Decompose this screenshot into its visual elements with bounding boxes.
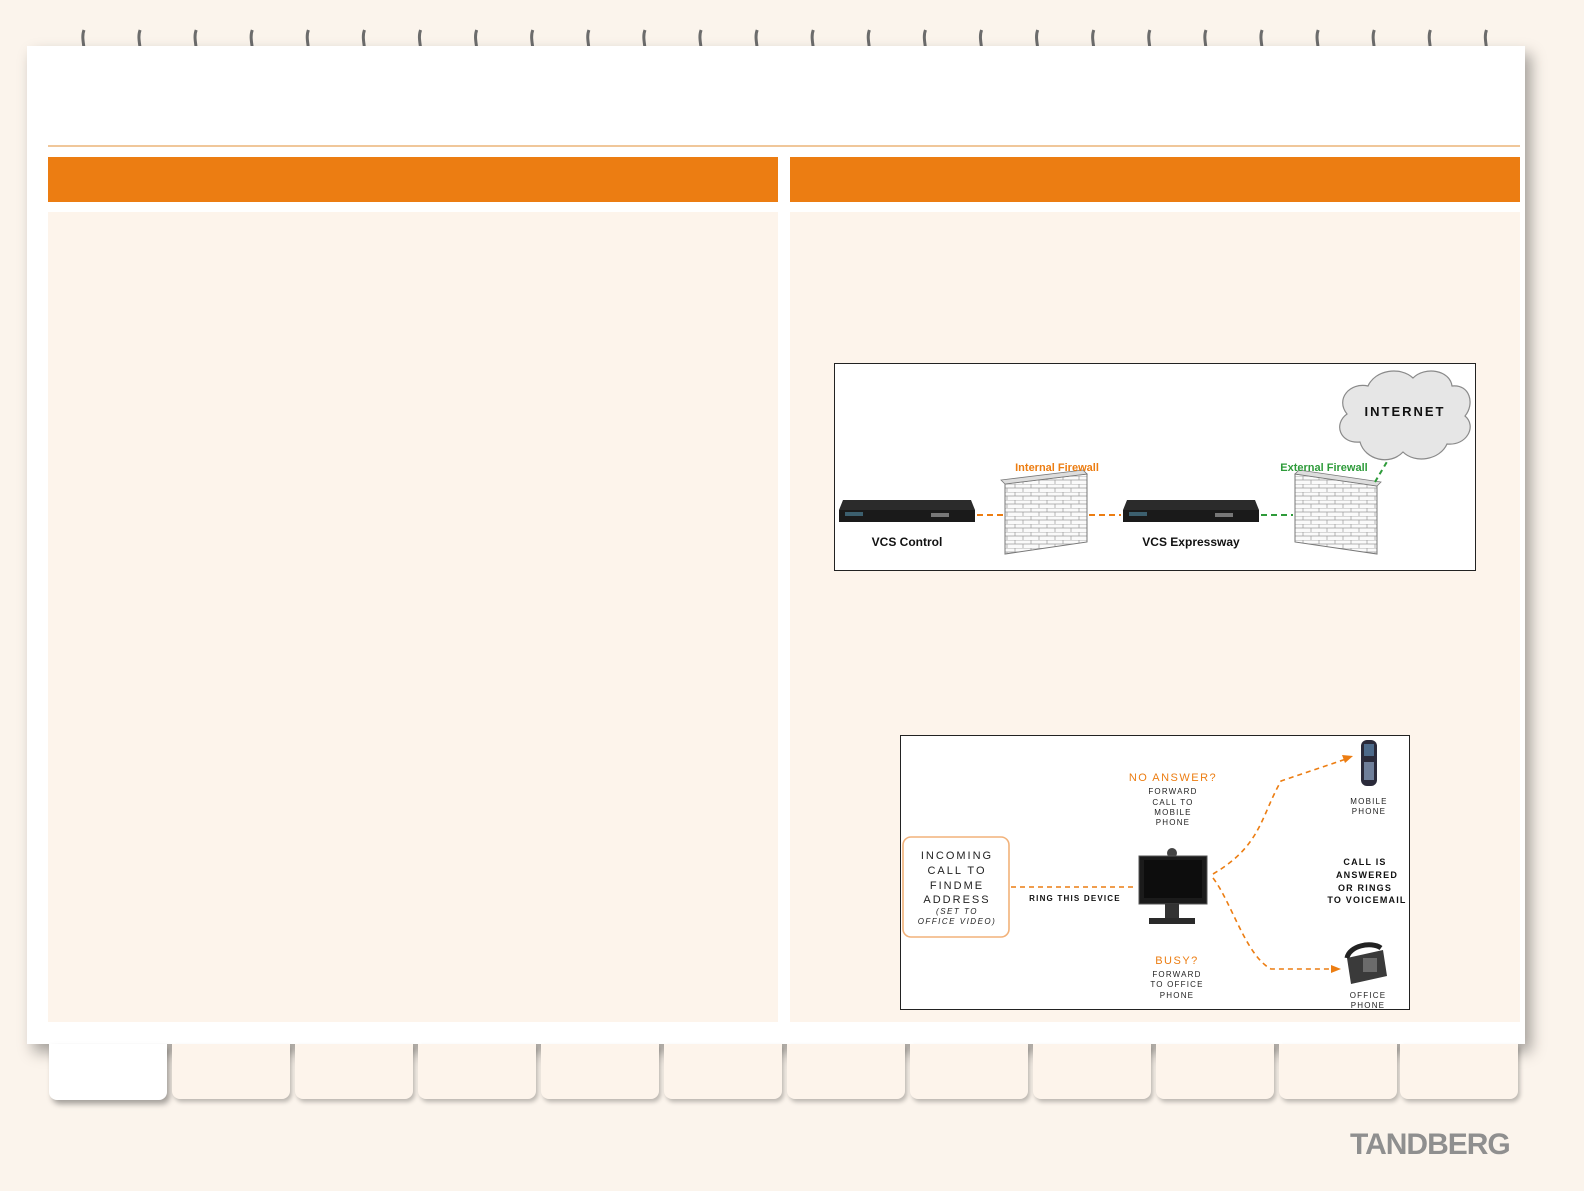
external-firewall-icon xyxy=(1294,469,1382,555)
findme-diagram-svg: INCOMING CALL TO FINDME ADDRESS (SET TO … xyxy=(902,740,1406,1010)
internal-firewall-label: Internal Firewall xyxy=(1015,462,1099,474)
answered-line-1: CALL IS xyxy=(1343,857,1386,867)
tab-4[interactable] xyxy=(418,1044,536,1099)
tab-12[interactable] xyxy=(1400,1044,1518,1099)
incoming-sub-1: (SET TO xyxy=(936,907,978,916)
answered-line-4: TO VOICEMAIL xyxy=(1327,895,1406,905)
forward-to-mobile-arrowhead xyxy=(1342,755,1353,763)
tab-11[interactable] xyxy=(1279,1044,1397,1099)
vcs-expressway-device-icon xyxy=(1123,500,1259,522)
internal-firewall-icon xyxy=(1000,469,1088,555)
office-phone-icon xyxy=(1344,942,1387,984)
tab-9[interactable] xyxy=(1033,1044,1151,1099)
tandberg-logo: TANDBERG xyxy=(1350,1128,1511,1161)
tab-5[interactable] xyxy=(541,1044,659,1099)
no-answer-title: NO ANSWER? xyxy=(1129,772,1217,784)
busy-line-2: TO OFFICE xyxy=(1150,980,1203,989)
tab-6[interactable] xyxy=(664,1044,782,1099)
link-external-to-internet xyxy=(1374,459,1389,483)
office-line-2: PHONE xyxy=(1351,1001,1385,1009)
right-section-band xyxy=(790,157,1520,202)
busy-line-1: FORWARD xyxy=(1152,970,1201,979)
vcs-control-device-icon xyxy=(839,500,975,522)
office-video-device-icon xyxy=(1138,848,1208,924)
answered-line-3: OR RINGS xyxy=(1338,883,1392,893)
left-content-panel xyxy=(48,212,778,1022)
forward-to-mobile-arrow xyxy=(1212,757,1350,875)
incoming-call-text: INCOMING CALL TO FINDME ADDRESS (SET TO … xyxy=(918,850,997,926)
vcs-expressway-label: VCS Expressway xyxy=(1142,535,1240,549)
mobile-line-1: MOBILE xyxy=(1350,797,1387,806)
internet-label: INTERNET xyxy=(1365,404,1446,419)
tab-2[interactable] xyxy=(172,1044,290,1099)
tab-10[interactable] xyxy=(1156,1044,1274,1099)
office-line-1: OFFICE xyxy=(1350,991,1387,1000)
no-answer-line-3: MOBILE xyxy=(1154,808,1191,817)
tab-7[interactable] xyxy=(787,1044,905,1099)
incoming-line-1: INCOMING xyxy=(921,850,993,862)
busy-line-3: PHONE xyxy=(1160,991,1194,1000)
ring-this-device-label: RING THIS DEVICE xyxy=(1029,894,1121,903)
mobile-phone-icon xyxy=(1361,740,1377,786)
findme-diagram: INCOMING CALL TO FINDME ADDRESS (SET TO … xyxy=(900,735,1410,1010)
incoming-line-4: ADDRESS xyxy=(923,894,990,906)
no-answer-line-1: FORWARD xyxy=(1148,787,1197,796)
tab-1[interactable] xyxy=(49,1044,167,1100)
incoming-sub-2: OFFICE VIDEO) xyxy=(918,917,997,926)
tab-8[interactable] xyxy=(910,1044,1028,1099)
forward-to-office-arrow xyxy=(1212,877,1333,970)
left-section-band xyxy=(48,157,778,202)
vcs-control-label: VCS Control xyxy=(872,535,943,549)
firewall-diagram-svg: INTERNET Internal Firewall External Fire… xyxy=(839,370,1471,555)
internet-cloud-icon xyxy=(1339,370,1471,461)
tab-3[interactable] xyxy=(295,1044,413,1099)
incoming-call-box xyxy=(902,836,1010,938)
busy-title: BUSY? xyxy=(1155,955,1199,967)
no-answer-line-2: CALL TO xyxy=(1152,798,1193,807)
incoming-line-3: FINDME xyxy=(930,880,984,892)
forward-to-office-arrowhead xyxy=(1331,965,1341,973)
header-rule xyxy=(48,145,1520,147)
firewall-diagram: INTERNET Internal Firewall External Fire… xyxy=(834,363,1476,571)
answered-line-2: ANSWERED xyxy=(1336,870,1398,880)
incoming-line-2: CALL TO xyxy=(927,865,986,877)
no-answer-line-4: PHONE xyxy=(1156,818,1190,827)
mobile-line-2: PHONE xyxy=(1352,807,1386,816)
external-firewall-label: External Firewall xyxy=(1280,462,1367,474)
